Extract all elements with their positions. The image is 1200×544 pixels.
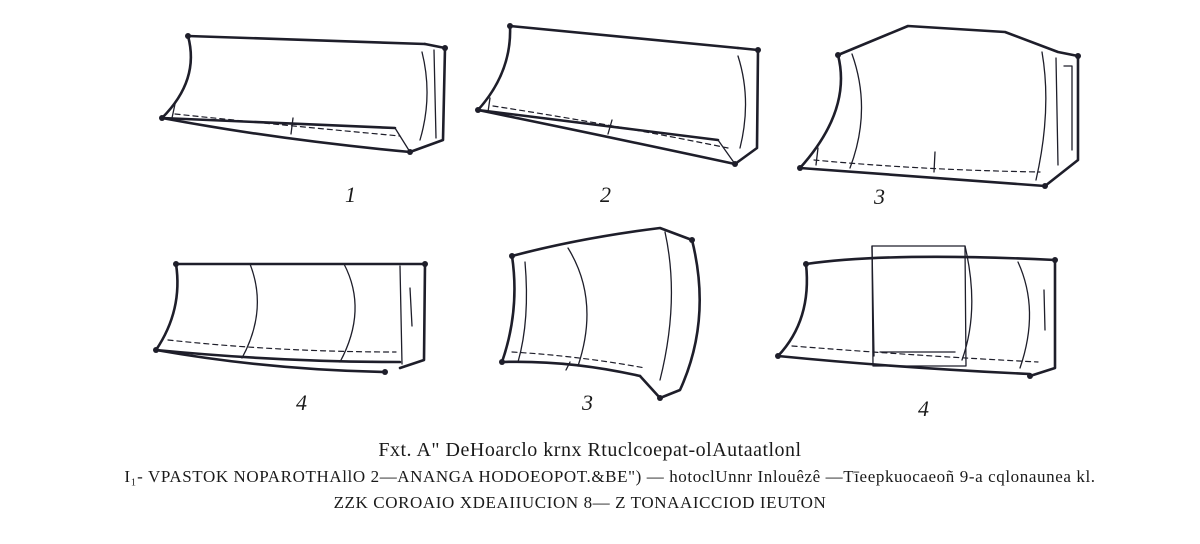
panel-label-3: 3: [873, 184, 885, 209]
panel-label-5: 3: [581, 390, 593, 415]
caption-title: Fxt. A" DeHoarclo krnx Rtuclcoepat-olAut…: [378, 439, 802, 461]
panel-5-drawing: [499, 226, 701, 401]
panel-label-6: 4: [918, 396, 929, 421]
panel-label-4: 4: [296, 390, 307, 415]
panel-label-2: 2: [600, 182, 611, 207]
panel-3-drawing: [797, 24, 1081, 189]
panel-label-1: 1: [345, 182, 356, 207]
panel-1-drawing: [159, 33, 448, 155]
panel-2-drawing: [475, 23, 761, 167]
panel-4-drawing: [153, 261, 428, 375]
caption-line-2: ZZK COROAIO XDEAIIUCION 8— Z TONAAICCIOD…: [333, 493, 827, 512]
caption-line-1: I₁- VPASTOK NOPAROTHAllO 2—ANANGA HODOEO…: [124, 467, 1096, 486]
panel-6-drawing: [775, 245, 1058, 379]
figure-drawing: 1 2 3 4 3 4: [153, 23, 1081, 421]
figure-caption: Fxt. A" DeHoarclo krnx Rtuclcoepat-olAut…: [0, 436, 1200, 516]
